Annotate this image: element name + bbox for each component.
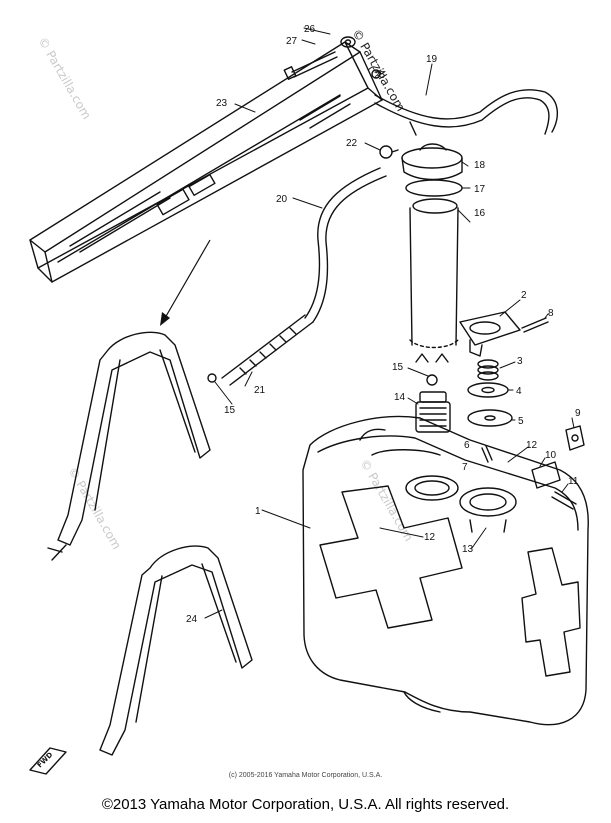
callout-7: 7 (462, 462, 468, 473)
page-copyright: ©2013 Yamaha Motor Corporation, U.S.A. A… (101, 796, 510, 813)
leader-lines (204, 27, 575, 619)
fitting-9 (565, 425, 585, 451)
nut-26 (340, 36, 356, 48)
callout-3: 3 (517, 356, 523, 367)
callout-13: 13 (462, 544, 474, 555)
callout-24: 24 (186, 614, 198, 625)
callout-9: 9 (575, 408, 581, 419)
callout-20: 20 (276, 194, 288, 205)
bolt-11 (551, 491, 577, 510)
bracket-23 (29, 41, 383, 283)
clip-25 (371, 69, 381, 79)
callout-2: 2 (521, 290, 527, 301)
fuel-tank-1 (302, 415, 589, 726)
gasket-17 (405, 179, 463, 197)
callout-16: 16 (474, 208, 486, 219)
callout-1: 1 (255, 506, 261, 517)
callout-11: 11 (568, 476, 579, 487)
pointer-arrow (160, 239, 211, 326)
clip-15-left (207, 373, 217, 383)
filler-neck-16 (409, 198, 459, 349)
callout-12-left: 12 (424, 532, 436, 543)
callout-5: 5 (518, 416, 524, 427)
callout-23: 23 (216, 98, 228, 109)
callout-12-right: 12 (526, 440, 538, 451)
callout-6: 6 (464, 440, 470, 451)
callout-18: 18 (474, 160, 486, 171)
callout-14: 14 (394, 392, 406, 403)
seal-5 (467, 409, 513, 427)
clip-15-right (415, 353, 449, 386)
bolt-27 (283, 51, 338, 80)
screw-6 (481, 445, 493, 463)
callout-26: 26 (304, 24, 316, 35)
callout-4: 4 (516, 386, 522, 397)
callout-21: 21 (254, 385, 266, 396)
callout-15-right: 15 (392, 362, 404, 373)
callout-19: 19 (426, 54, 438, 65)
filler-cap-18 (401, 143, 463, 181)
callout-27: 27 (286, 36, 298, 47)
callout-25: 25 (374, 70, 386, 81)
disc-4 (467, 382, 509, 398)
callout-15-left: 15 (224, 405, 236, 416)
clamp-22 (379, 145, 399, 159)
watermark-bottom-right: © Partzilla.com (357, 457, 415, 544)
watermark-top-left: © Partzilla.com (35, 35, 93, 122)
callout-22: 22 (346, 138, 358, 149)
strainer-14 (415, 391, 451, 433)
vent-hose-19 (374, 89, 558, 136)
strap-24 (99, 545, 253, 756)
hose-guard-21 (221, 314, 314, 386)
screw-8 (521, 317, 549, 333)
strap-upper (47, 331, 211, 561)
fwd-label: FWD (36, 751, 55, 770)
callout-17: 17 (474, 184, 486, 195)
spring-3 (477, 359, 499, 381)
callout-8: 8 (548, 308, 554, 319)
cap-2 (459, 311, 521, 357)
diagram-copyright: (c) 2005-2016 Yamaha Motor Corporation, … (228, 772, 383, 779)
fwd-arrow-icon (29, 747, 67, 775)
fuel-hose-20 (304, 167, 387, 323)
callout-10: 10 (545, 450, 557, 461)
